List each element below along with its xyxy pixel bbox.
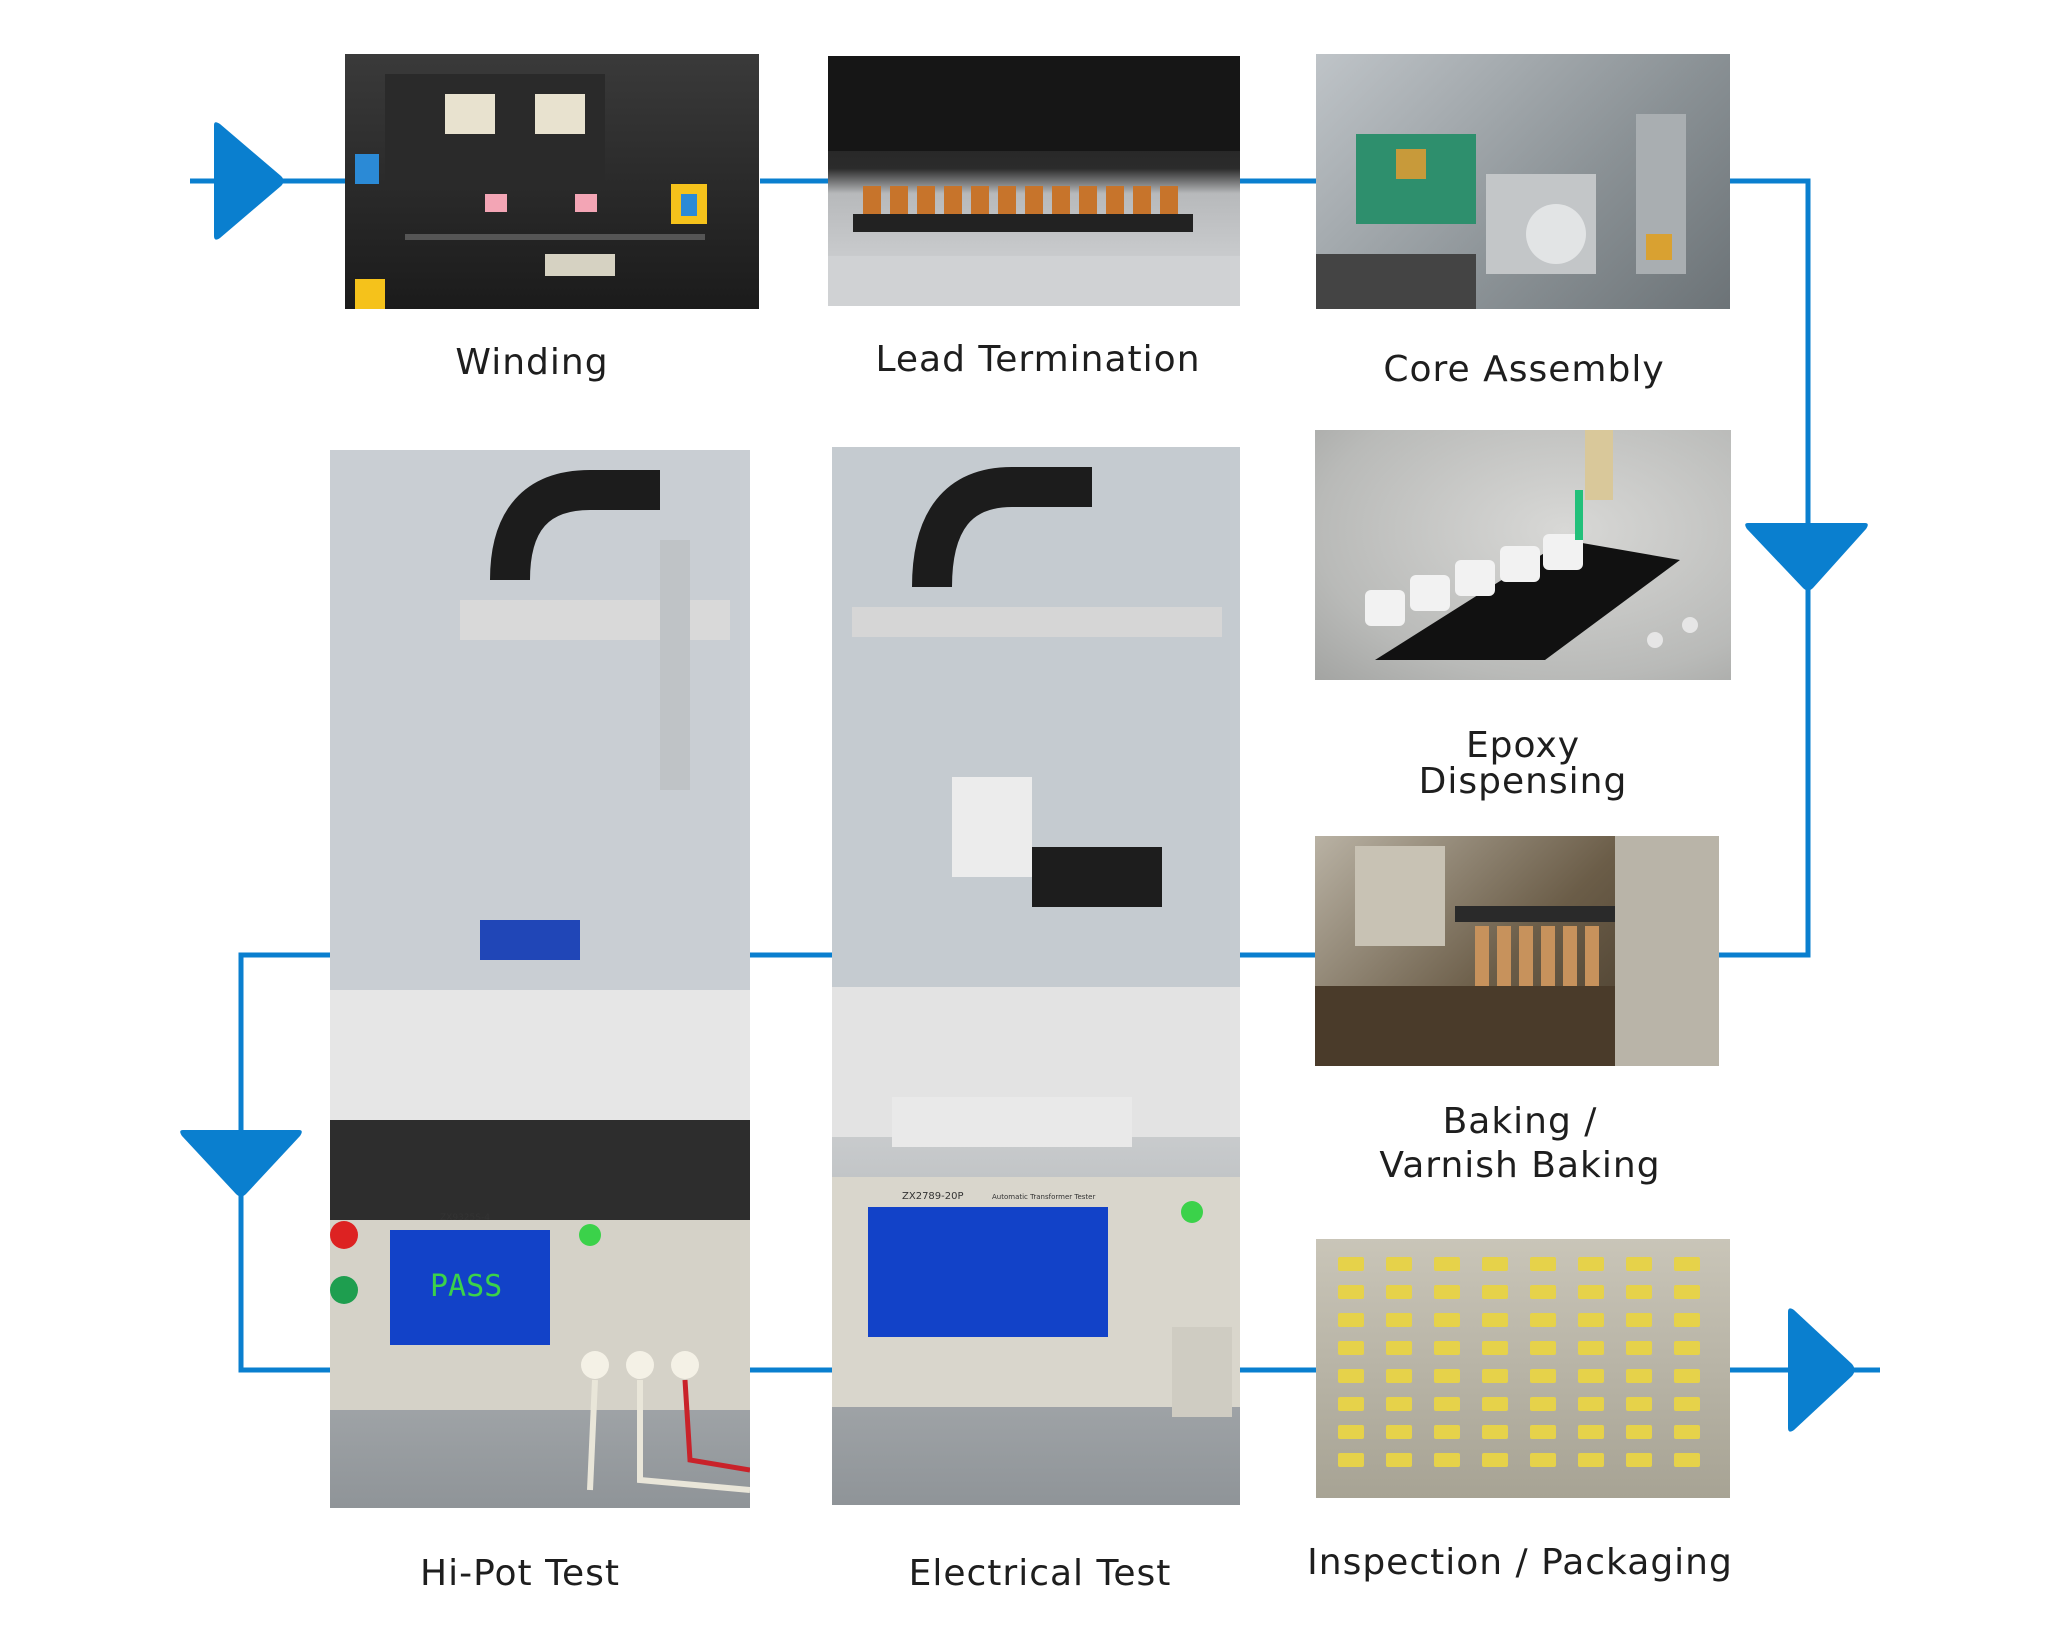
hi-pot-tester-illustration: PASS ZX9325S-4 bbox=[330, 450, 750, 1493]
packaged-transformer bbox=[1482, 1313, 1508, 1327]
electrical-test-photo: ZX2789-20P Automatic Transformer Tester bbox=[832, 447, 1240, 1505]
packaged-transformer bbox=[1482, 1341, 1508, 1355]
packaged-transformer bbox=[1434, 1341, 1460, 1355]
packaged-transformer bbox=[1434, 1313, 1460, 1327]
packaged-transformer bbox=[1578, 1369, 1604, 1383]
hipot-pass-readout: PASS bbox=[430, 1269, 502, 1304]
packaged-transformer bbox=[1338, 1313, 1364, 1327]
packaged-transformer bbox=[1530, 1313, 1556, 1327]
electrical-model-label: ZX2789-20P bbox=[902, 1191, 964, 1202]
caption-baking: Baking / Varnish Baking bbox=[1379, 1101, 1661, 1186]
packaged-transformer bbox=[1434, 1397, 1460, 1411]
packaged-transformer bbox=[1674, 1453, 1700, 1467]
packaged-transformer bbox=[1338, 1341, 1364, 1355]
inspection-packaging-photo bbox=[1316, 1239, 1730, 1498]
packaged-transformer bbox=[1530, 1341, 1556, 1355]
packaged-transformer bbox=[1386, 1285, 1412, 1299]
hi-pot-test-photo: PASS ZX9325S-4 bbox=[330, 450, 750, 1508]
packaged-transformer bbox=[1338, 1285, 1364, 1299]
packaged-transformer bbox=[1578, 1425, 1604, 1439]
caption-electrical-test: Electrical Test bbox=[908, 1553, 1172, 1594]
packaged-transformer bbox=[1578, 1313, 1604, 1327]
packaged-transformer bbox=[1482, 1425, 1508, 1439]
packaged-transformer bbox=[1626, 1397, 1652, 1411]
packaging-tray-illustration bbox=[1338, 1257, 1700, 1467]
packaged-transformer bbox=[1674, 1257, 1700, 1271]
packaged-transformer bbox=[1626, 1369, 1652, 1383]
packaged-transformer bbox=[1434, 1453, 1460, 1467]
packaged-transformer bbox=[1338, 1453, 1364, 1467]
packaged-transformer bbox=[1338, 1369, 1364, 1383]
packaged-transformer bbox=[1338, 1257, 1364, 1271]
lead-termination-illustration bbox=[828, 56, 1240, 306]
packaged-transformer bbox=[1482, 1257, 1508, 1271]
packaged-transformer bbox=[1434, 1425, 1460, 1439]
packaged-transformer bbox=[1338, 1397, 1364, 1411]
packaged-transformer bbox=[1530, 1369, 1556, 1383]
packaged-transformer bbox=[1530, 1397, 1556, 1411]
packaged-transformer bbox=[1434, 1369, 1460, 1383]
arrow-end-icon bbox=[1788, 1308, 1855, 1432]
electrical-tester-illustration: ZX2789-20P Automatic Transformer Tester bbox=[832, 447, 1240, 1417]
packaged-transformer bbox=[1626, 1285, 1652, 1299]
packaged-transformer bbox=[1674, 1425, 1700, 1439]
packaged-transformer bbox=[1674, 1313, 1700, 1327]
packaged-transformer bbox=[1578, 1397, 1604, 1411]
packaged-transformer bbox=[1482, 1369, 1508, 1383]
packaged-transformer bbox=[1386, 1369, 1412, 1383]
packaged-transformer bbox=[1386, 1257, 1412, 1271]
packaged-transformer bbox=[1578, 1453, 1604, 1467]
packaged-transformer bbox=[1386, 1313, 1412, 1327]
packaged-transformer bbox=[1626, 1453, 1652, 1467]
packaged-transformer bbox=[1434, 1285, 1460, 1299]
caption-inspection-packaging: Inspection / Packaging bbox=[1307, 1542, 1733, 1583]
epoxy-dispensing-photo bbox=[1315, 430, 1731, 680]
baking-illustration bbox=[1315, 836, 1719, 1066]
packaged-transformer bbox=[1578, 1341, 1604, 1355]
packaged-transformer bbox=[1434, 1257, 1460, 1271]
core-assembly-illustration bbox=[1316, 114, 1686, 309]
caption-hi-pot-test: Hi-Pot Test bbox=[420, 1553, 620, 1594]
packaged-transformer bbox=[1530, 1453, 1556, 1467]
packaged-transformer bbox=[1626, 1257, 1652, 1271]
packaged-transformer bbox=[1626, 1425, 1652, 1439]
packaged-transformer bbox=[1482, 1453, 1508, 1467]
baking-photo bbox=[1315, 836, 1719, 1066]
winding-machine-illustration bbox=[355, 74, 707, 309]
packaged-transformer bbox=[1674, 1397, 1700, 1411]
packaged-transformer bbox=[1386, 1397, 1412, 1411]
hipot-model-label: ZX9325S-4 bbox=[440, 1213, 490, 1223]
packaged-transformer bbox=[1626, 1313, 1652, 1327]
packaged-transformer bbox=[1626, 1341, 1652, 1355]
core-assembly-photo bbox=[1316, 54, 1730, 309]
packaged-transformer bbox=[1674, 1369, 1700, 1383]
packaged-transformer bbox=[1482, 1397, 1508, 1411]
electrical-subtitle-label: Automatic Transformer Tester bbox=[992, 1193, 1095, 1201]
packaged-transformer bbox=[1386, 1425, 1412, 1439]
packaged-transformer bbox=[1578, 1257, 1604, 1271]
packaged-transformer bbox=[1578, 1285, 1604, 1299]
packaged-transformer bbox=[1674, 1285, 1700, 1299]
packaged-transformer bbox=[1530, 1257, 1556, 1271]
caption-lead-termination: Lead Termination bbox=[875, 339, 1201, 380]
packaged-transformer bbox=[1674, 1341, 1700, 1355]
arrow-down-left-icon bbox=[180, 1130, 302, 1197]
packaged-transformer bbox=[1530, 1425, 1556, 1439]
caption-core-assembly: Core Assembly bbox=[1383, 349, 1665, 390]
packaged-transformer bbox=[1482, 1285, 1508, 1299]
epoxy-dispensing-illustration bbox=[1365, 430, 1698, 660]
arrow-down-right-icon bbox=[1745, 523, 1868, 591]
packaged-transformer bbox=[1386, 1453, 1412, 1467]
packaged-transformer bbox=[1386, 1341, 1412, 1355]
caption-epoxy-dispensing: Epoxy Dispensing bbox=[1418, 725, 1628, 802]
packaged-transformer bbox=[1530, 1285, 1556, 1299]
winding-photo bbox=[345, 54, 759, 309]
lead-termination-photo bbox=[828, 56, 1240, 306]
arrow-start-icon bbox=[214, 122, 284, 240]
caption-winding: Winding bbox=[455, 342, 609, 383]
packaged-transformer bbox=[1338, 1425, 1364, 1439]
